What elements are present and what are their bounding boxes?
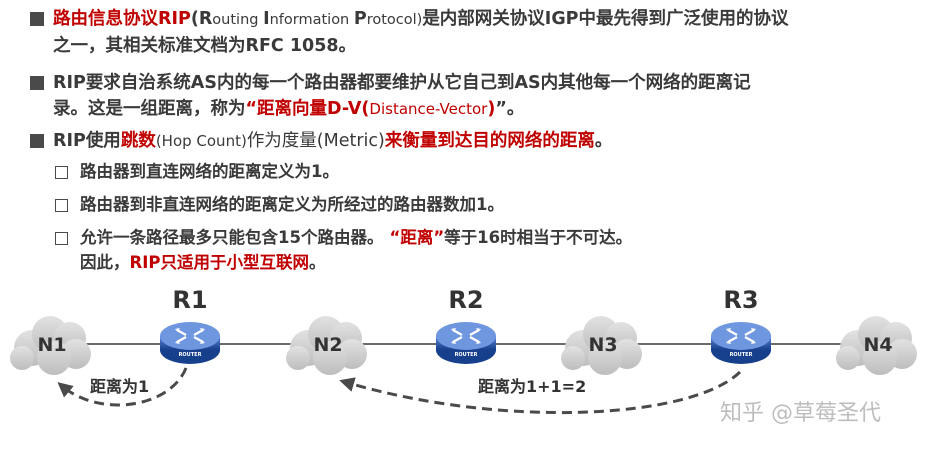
bullet-square-icon [30,76,44,90]
checkbox-square-icon [55,232,68,245]
checkbox-square-icon [55,199,68,212]
bullet-2: RIP要求自治系统AS内的每一个路由器都要维护从它自己到AS内其他每一个网络的距… [53,70,933,122]
distance-measure-highlight: 来衡量到达目的网络的距离 [384,131,595,151]
bullet-1: 路由信息协议RIP(Routing Information Protocol)是… [53,6,933,59]
small-internet-highlight: RIP只适用于小型互联网 [129,253,309,272]
router-tag-r3: ROUTER [730,352,753,358]
watermark: 知乎 @草莓圣代 [720,401,881,426]
router-tag-r2: ROUTER [455,352,478,358]
sub-item-3-line-1: 允许一条路径最多只能包含15个路由器。“距离”等于16时相当于不可达。 [80,228,633,247]
sub-item-1: 路由器到直连网络的距离定义为1。 [80,162,339,181]
bullet-2-line-1: RIP要求自治系统AS内的每一个路由器都要维护从它自己到AS内其他每一个网络的距… [53,73,751,93]
bullet-square-icon [30,134,44,148]
hop-count-highlight: 跳数 [120,131,156,151]
rip-network-diagram: N1 N2 N3 N4 ROUTER ROUTER ROUTER R1 R2 R… [10,286,917,426]
router-icon-r3: ROUTER [711,322,771,364]
router-tag-r1: ROUTER [179,352,202,358]
rip-name-highlight: 路由信息协议RIP [53,9,191,29]
distance-label-2: 距离为1+1=2 [478,377,586,396]
sub-item-3: 允许一条路径最多只能包含15个路由器。“距离”等于16时相当于不可达。 因此，R… [80,227,632,274]
router-label-r3: R3 [723,286,758,314]
distance-arrow-1 [57,367,188,407]
router-label-r2: R2 [448,286,483,314]
router-icon-r1: ROUTER [160,322,220,364]
bullet-2-line-2: 录。这是一组距离，称为“距离向量D-V(Distance-Vector)”。 [53,99,525,119]
checkbox-square-icon [55,166,68,179]
network-label-n3: N3 [588,334,617,356]
bullet-1-line-2: 之一，其相关标准文档为RFC 1058。 [53,36,357,56]
network-label-n4: N4 [863,334,892,356]
distance-quote-highlight: “距离” [389,228,445,247]
distance-label-1: 距离为1 [90,377,149,396]
distance-vector-highlight: 距离向量D-V( [257,99,370,119]
router-label-r1: R1 [172,286,207,314]
distance-arrow-2 [339,370,742,414]
sub-item-2: 路由器到非直连网络的距离定义为所经过的路由器数加1。 [80,195,504,214]
bullet-3: RIP使用跳数(Hop Count)作为度量(Metric)来衡量到达目的网络的… [53,131,613,151]
sub-item-3-line-2: 因此，RIP只适用于小型互联网。 [80,253,326,272]
bullet-square-icon [30,12,44,26]
router-icon-r2: ROUTER [436,322,496,364]
network-label-n2: N2 [313,334,342,356]
bullet-1-line-1: 路由信息协议RIP(Routing Information Protocol)是… [53,9,789,29]
network-label-n1: N1 [37,334,66,356]
